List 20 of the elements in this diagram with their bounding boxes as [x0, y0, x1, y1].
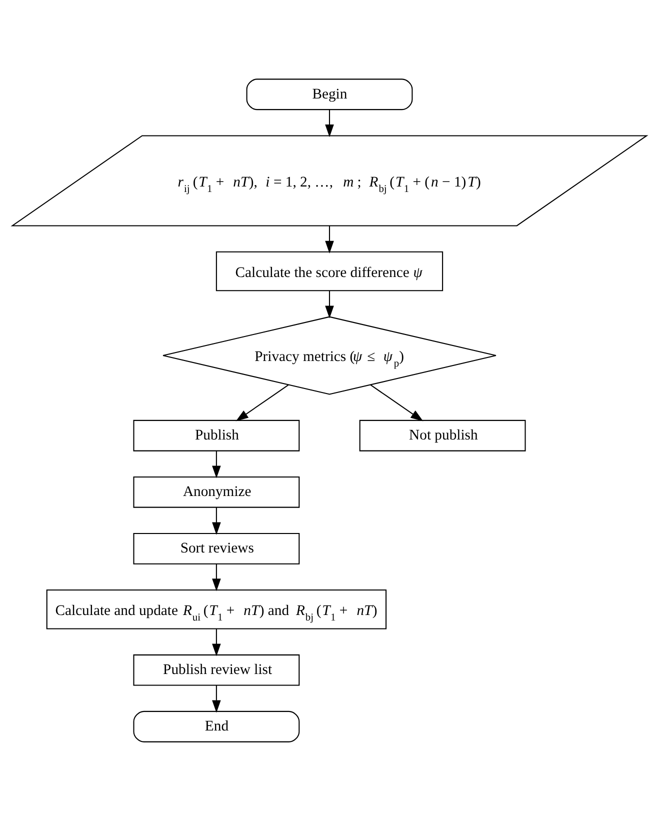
- node-box: Publish: [133, 419, 300, 451]
- arrow: [325, 226, 334, 253]
- arrow: [325, 290, 334, 318]
- node-box: Not publish: [359, 419, 526, 451]
- arrow: [212, 450, 221, 478]
- arrow: [370, 384, 424, 421]
- arrow: [212, 628, 221, 656]
- arrow: [212, 684, 221, 712]
- node-box: Anonymize: [133, 476, 300, 508]
- arrow: [236, 384, 289, 421]
- node-diamond: Privacy metrics (ψ ≤ ψ$_{p}$): [162, 316, 496, 394]
- arrow: [212, 563, 221, 591]
- arrow: [212, 507, 221, 534]
- node-box: Calculate and update R$_{ui}$ (T$_{1}$ + nT) and R$_{bj}$ (T$_{1}$ + nT): [46, 589, 387, 629]
- node-box: Calculate the score difference ψ: [216, 250, 444, 291]
- node-box: Publish review list: [133, 654, 300, 686]
- arrow: [325, 109, 334, 137]
- node-box: Sort reviews: [133, 532, 300, 564]
- node-box: Begin: [246, 78, 413, 110]
- node-box: End: [133, 710, 300, 742]
